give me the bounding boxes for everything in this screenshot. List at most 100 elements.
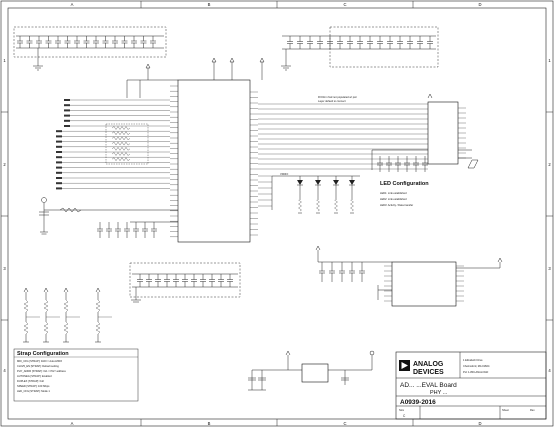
capacitor-symbol — [422, 156, 428, 172]
capacitor-symbol — [287, 36, 293, 49]
capacitor-symbol — [327, 36, 333, 49]
resistor-symbol — [111, 152, 131, 156]
net-label-tag — [64, 99, 70, 101]
net-label-tag — [56, 156, 62, 159]
sheet-label: Sheet — [502, 408, 509, 412]
net-label-tag — [56, 140, 62, 143]
crystal-circuit — [39, 197, 178, 238]
capacitor-symbol — [121, 36, 128, 48]
power-rail-lines — [126, 57, 265, 98]
capacitor-symbol — [377, 156, 383, 172]
led-icon — [315, 176, 321, 214]
capacitor-symbol — [397, 36, 403, 49]
capacitor-symbol — [142, 222, 148, 238]
capacitor-symbol — [377, 36, 383, 49]
led-icon — [349, 176, 355, 214]
capacitor-symbol — [329, 262, 335, 282]
capacitor-symbol — [164, 274, 170, 287]
led-configuration-note: LED Configuration LED1: Link established… — [380, 181, 429, 207]
capacitor-symbol — [83, 36, 90, 48]
decoupling-cap-bank-top-right — [281, 26, 439, 71]
strap-line-2: CLK25_EN [STRAP]: Default setting — [17, 364, 59, 368]
size-value: C — [403, 414, 406, 418]
right-signal-nets: R=0Ω in fwd not populated w/ pwr Layer d… — [258, 95, 428, 207]
board-subtitle: PHY ... — [430, 390, 448, 396]
capacitor-symbol — [102, 36, 109, 48]
resistor-symbol — [111, 157, 131, 162]
decoupling-cap-bank-top-left — [13, 26, 167, 71]
row-label-1: 1 — [3, 58, 6, 63]
capacitor-symbol — [218, 274, 224, 287]
capacitor-symbol — [106, 222, 112, 238]
capacitor-symbol — [395, 156, 401, 172]
capacitor-symbol — [407, 36, 413, 49]
net-label-tag — [56, 130, 62, 133]
led-config-line-1: LED1: Link established — [380, 191, 407, 195]
capacitor-symbol — [191, 274, 197, 287]
capacitor-symbol — [133, 222, 139, 238]
net-note-1: R=0Ω in fwd not populated w/ pwr — [318, 95, 357, 99]
led-net-label: VDDIO — [280, 172, 288, 176]
row-label-3: 3 — [3, 266, 6, 271]
bottom-small-ic — [248, 350, 375, 391]
col-label-d-bottom: D — [478, 421, 481, 426]
net-label-tag — [64, 125, 70, 127]
capacitor-symbol — [349, 262, 355, 282]
net-label-tag — [64, 109, 70, 112]
strap-line-6: SPEED [STRAP]: 100 Mbps — [17, 384, 50, 388]
capacitor-symbol — [417, 36, 423, 49]
strap-line-7: LED_CFG [STRAP]: Mode 1 — [17, 389, 50, 393]
capacitor-symbol — [173, 274, 179, 287]
capacitor-symbol — [64, 36, 71, 48]
net-label-tag — [56, 171, 62, 174]
row-label-1-right: 1 — [548, 58, 551, 63]
resistor-symbol — [111, 141, 131, 146]
board-title: AD... ...EVAL Board — [400, 382, 457, 389]
net-label-tag — [64, 114, 70, 117]
company-name-line-2: DEVICES — [413, 369, 444, 376]
capacitor-symbol — [124, 222, 130, 238]
capacitor-symbol — [357, 36, 363, 49]
strap-line-4: AUTONEG [STRAP]: Enabled — [17, 374, 52, 378]
decoupling-cap-bank-middle — [129, 262, 241, 303]
net-label-tag — [56, 187, 62, 190]
strap-resistor — [63, 287, 80, 343]
capacitor-symbol — [200, 274, 206, 287]
rev-label: Rev — [530, 408, 535, 412]
capacitor-symbol — [36, 36, 42, 48]
capacitor-symbol — [209, 274, 215, 287]
col-label-d: D — [478, 2, 481, 7]
net-note-2: Layer default to connect — [318, 99, 346, 103]
strap-resistors — [23, 287, 112, 343]
connector-ic — [371, 93, 479, 172]
capacitor-symbol — [45, 36, 52, 48]
net-label-tag — [64, 119, 70, 122]
capacitor-symbol — [297, 36, 303, 49]
strap-config-title: Strap Configuration — [17, 351, 69, 357]
capacitor-symbol — [427, 36, 433, 49]
col-label-a: A — [71, 2, 74, 7]
led-config-line-3: LED3: Activity / Data transfer — [380, 203, 413, 207]
col-label-c-bottom: C — [343, 421, 346, 426]
strap-resistor — [23, 287, 40, 343]
capacitor-symbol — [182, 274, 188, 287]
strap-line-5: DUPLEX [STRAP]: Full — [17, 379, 44, 383]
strap-resistor — [95, 287, 112, 343]
address-line-1: 1 Elizabeth Drive — [463, 358, 483, 362]
net-label-tag — [56, 161, 62, 164]
led-icon — [333, 176, 339, 214]
net-label-tag — [56, 135, 62, 138]
capacitor-symbol — [359, 262, 365, 282]
analog-devices-logo-icon — [399, 360, 410, 371]
col-label-a-bottom: A — [71, 421, 74, 426]
row-label-2: 2 — [3, 162, 6, 167]
title-block: ANALOG DEVICES 1 Elizabeth Drive Chelmsf… — [395, 351, 547, 420]
col-label-b-bottom: B — [208, 421, 211, 426]
strap-line-1: MDI_CFG [STRAP]: 0x00 = Auto-MDIX — [17, 359, 62, 363]
capacitor-symbol — [319, 262, 325, 282]
net-label-tag — [56, 151, 62, 153]
resistor-symbol — [111, 146, 131, 151]
strap-configuration-table: Strap Configuration MDI_CFG [STRAP]: 0x0… — [13, 348, 139, 402]
